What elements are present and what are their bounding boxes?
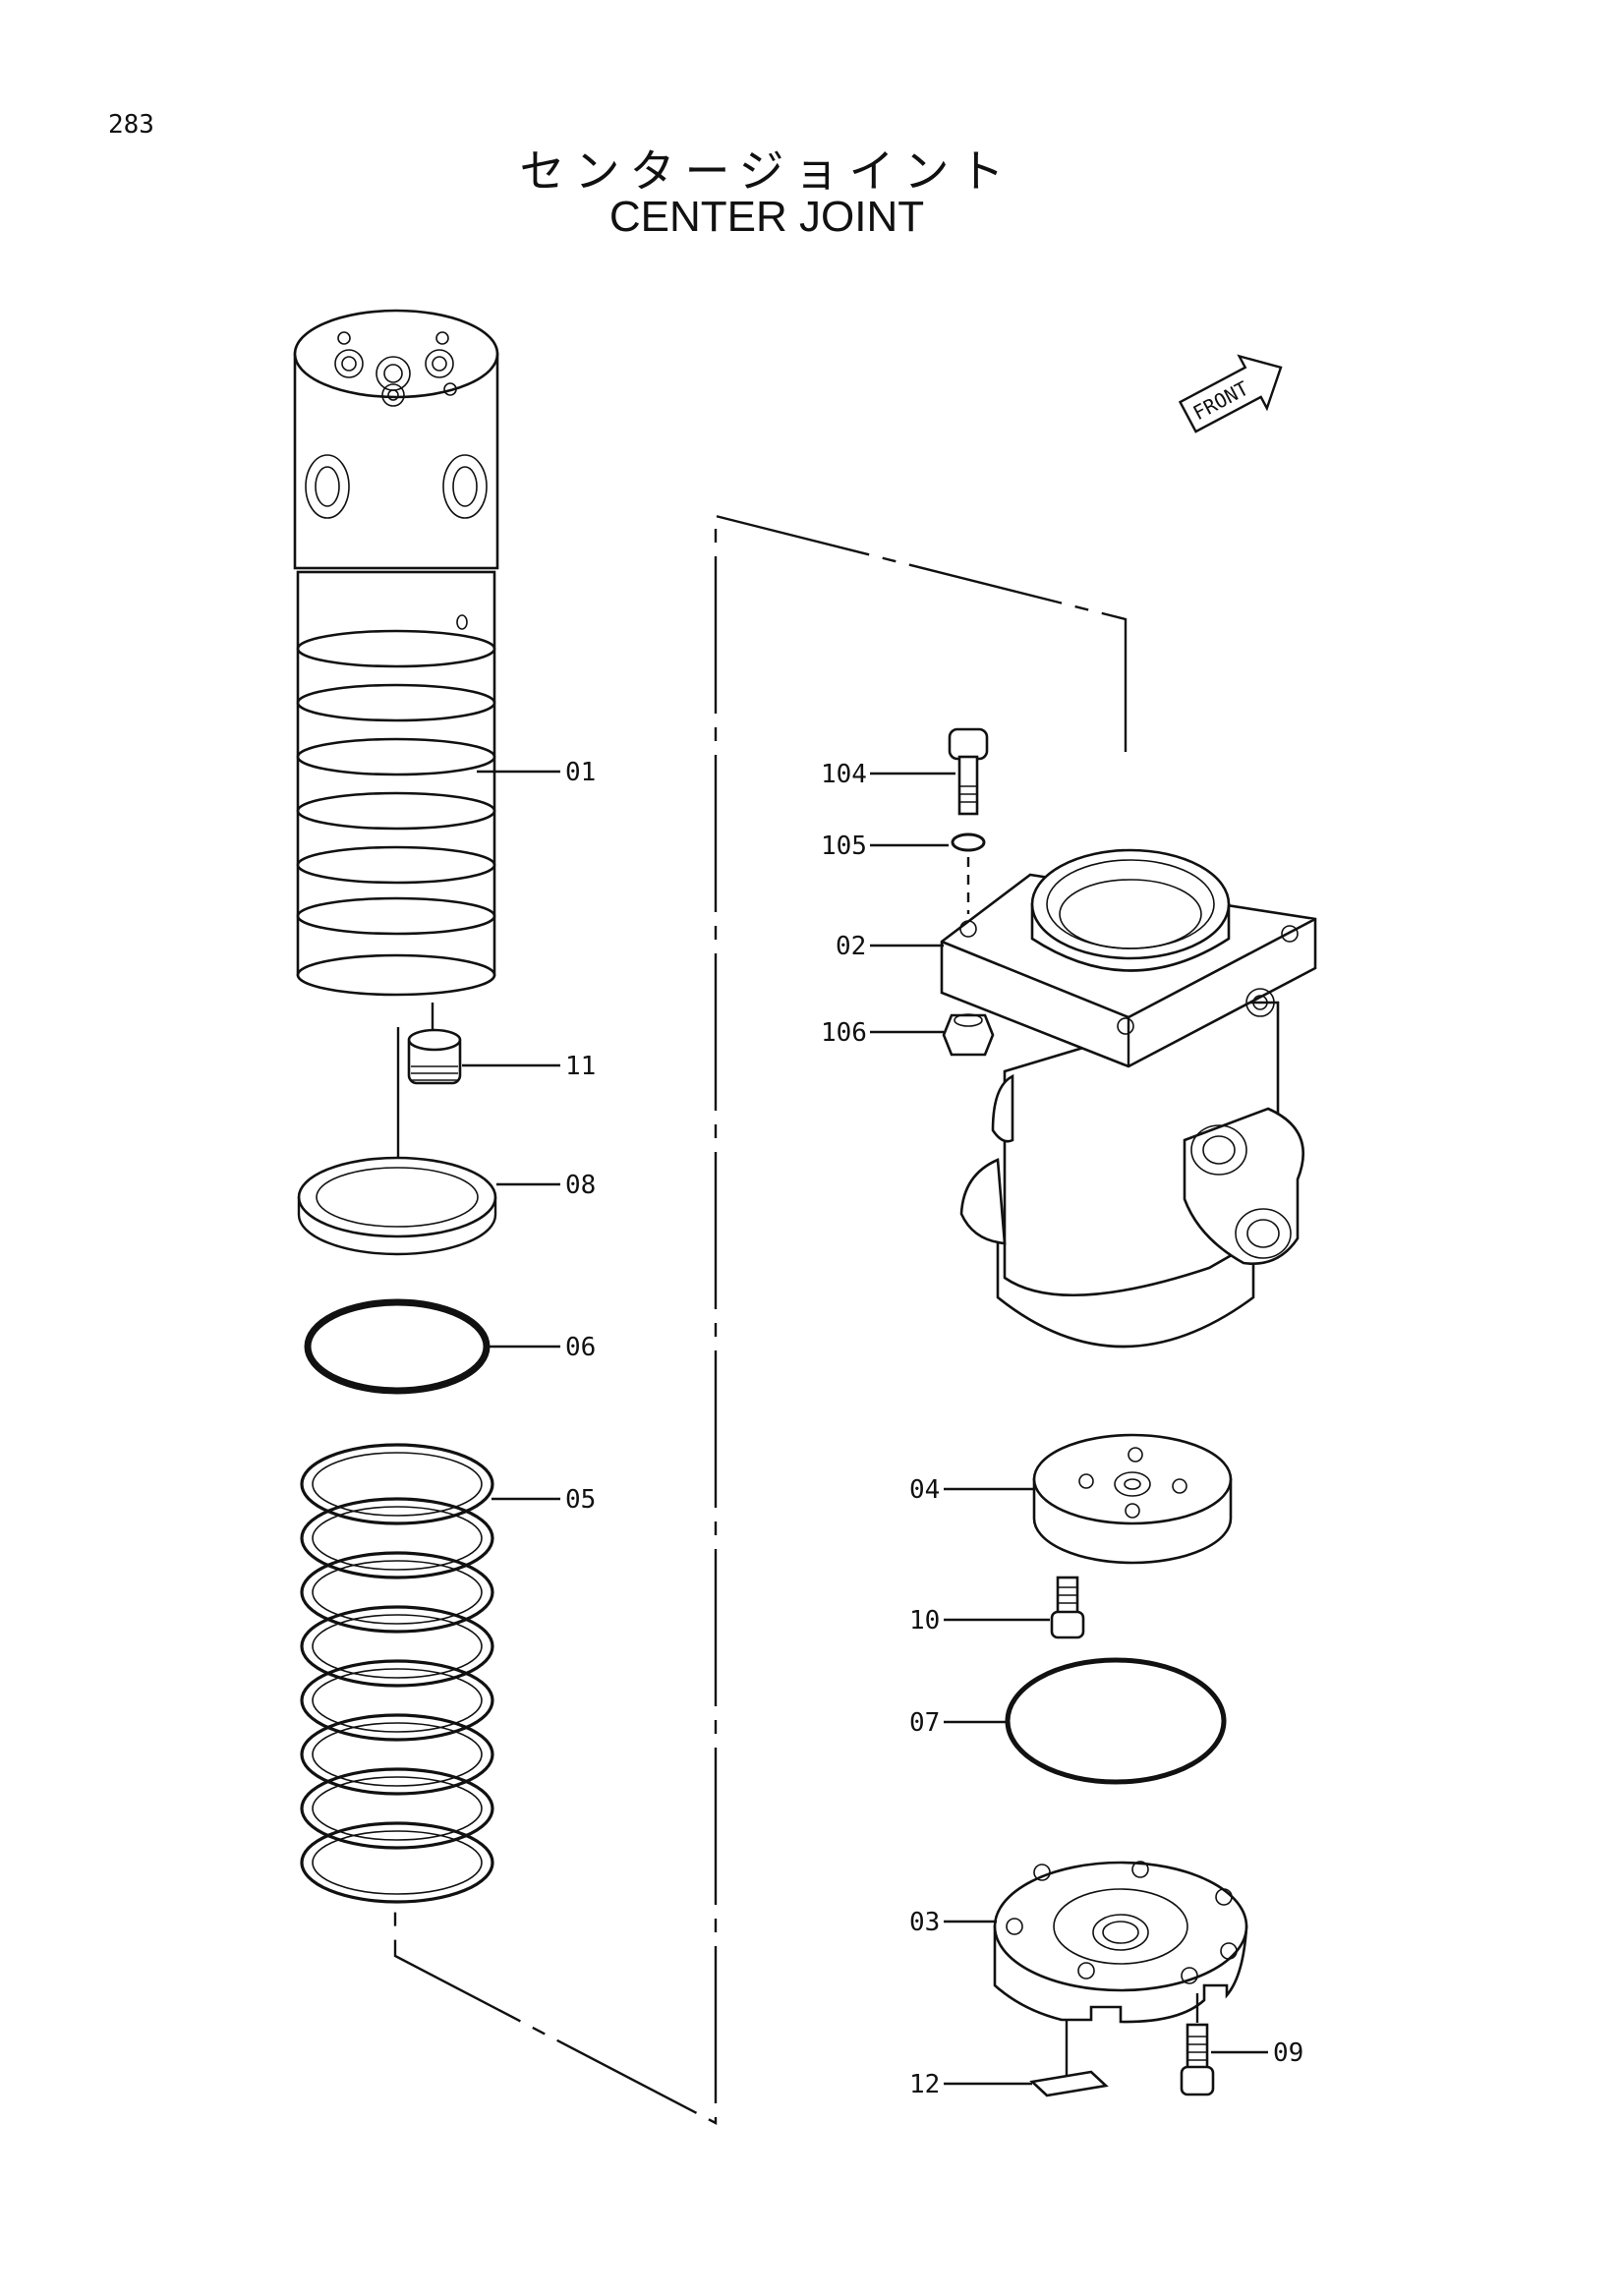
part-12-plate [1029, 2020, 1109, 2097]
part-02-body [940, 848, 1317, 1349]
part-105-lock-washer [951, 832, 986, 852]
callout-106: 106 [821, 1018, 867, 1048]
part-06-o-ring [304, 1298, 491, 1395]
callout-04: 04 [909, 1475, 940, 1505]
callout-03: 03 [909, 1908, 940, 1937]
part-106-nut [942, 1013, 995, 1057]
part-08-seal-ring [297, 1156, 497, 1256]
callout-01: 01 [565, 758, 596, 787]
page-number: 283 [108, 110, 154, 140]
part-07-o-ring [1005, 1657, 1227, 1785]
callout-02: 02 [836, 932, 866, 961]
callout-08: 08 [565, 1171, 596, 1200]
callout-10: 10 [909, 1606, 940, 1636]
part-04-cover-disc [1032, 1433, 1233, 1565]
title-english: CENTER JOINT [608, 193, 925, 241]
title-japanese: センタージョイント [519, 144, 1014, 198]
front-arrow-icon: FRONT [1178, 354, 1283, 433]
callout-06: 06 [565, 1333, 596, 1362]
callout-07: 07 [909, 1708, 940, 1738]
assembly-chain-line [393, 514, 1128, 2125]
callout-11: 11 [565, 1052, 596, 1081]
part-05-seal-stack [300, 1443, 494, 1904]
callout-104: 104 [821, 760, 867, 789]
callout-105: 105 [821, 832, 867, 861]
part-10-screw [1050, 1576, 1085, 1639]
part-11-plug [407, 1028, 462, 1085]
callout-05: 05 [565, 1485, 596, 1515]
callout-09: 09 [1273, 2038, 1303, 2068]
part-09-screw [1180, 2023, 1215, 2096]
part-03-bottom-cover [993, 1861, 1248, 2024]
part-01-spindle [293, 309, 499, 997]
callout-12: 12 [909, 2070, 940, 2099]
part-104-bolt [948, 727, 989, 816]
